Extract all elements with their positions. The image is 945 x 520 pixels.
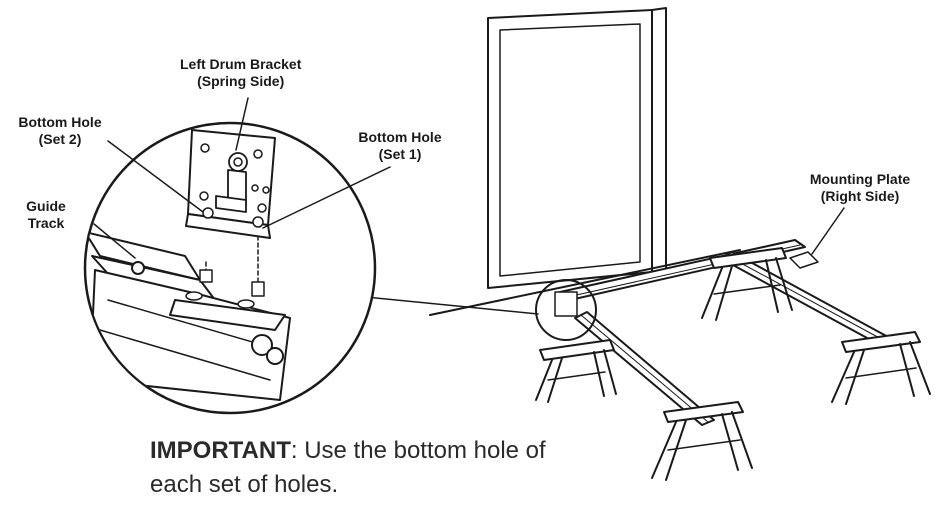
sawhorse-1 — [535, 339, 617, 403]
label-mounting-plate-line2: (Right Side) — [820, 188, 900, 204]
detail-connector-line — [365, 296, 539, 315]
important-note: IMPORTANT: Use the bottom hole of each s… — [150, 434, 550, 502]
label-left-drum-bracket-line2: (Spring Side) — [197, 73, 285, 89]
sawhorse-assembly — [535, 239, 931, 481]
label-left-drum-bracket-line1: Left Drum Bracket — [180, 56, 302, 72]
leader-guide-track — [93, 223, 136, 259]
label-guide-track-line1: Guide — [26, 198, 66, 214]
label-bottom-hole-set2: Bottom Hole (Set 2) — [10, 114, 110, 148]
important-text: : Use the bottom hole of each set of hol… — [150, 437, 546, 498]
leader-bottom-hole-set1 — [262, 166, 391, 229]
sawhorse-4 — [651, 401, 753, 481]
label-guide-track-line2: Track — [27, 215, 65, 231]
label-left-drum-bracket: Left Drum Bracket (Spring Side) — [180, 56, 301, 90]
magnified-detail — [83, 121, 377, 415]
left-drum-bracket — [185, 129, 276, 239]
label-guide-track: Guide Track — [10, 198, 82, 232]
label-bottom-hole-set1-line2: (Set 1) — [378, 146, 422, 162]
label-mounting-plate-line1: Mounting Plate — [809, 171, 911, 187]
label-bottom-hole-set2-line1: Bottom Hole — [18, 114, 102, 130]
leader-left-drum-bracket — [235, 97, 249, 151]
leader-mounting-plate — [811, 207, 845, 255]
label-bottom-hole-set1: Bottom Hole (Set 1) — [350, 129, 450, 163]
important-keyword: IMPORTANT — [150, 437, 291, 464]
leader-bottom-hole-set2 — [107, 140, 204, 213]
sawhorse-2 — [701, 247, 793, 321]
label-mounting-plate: Mounting Plate (Right Side) — [790, 171, 930, 205]
detail-callout-circle — [535, 279, 597, 341]
label-bottom-hole-set2-line2: (Set 2) — [38, 131, 82, 147]
sawhorse-3 — [831, 331, 931, 405]
label-bottom-hole-set1-line1: Bottom Hole — [358, 129, 442, 145]
